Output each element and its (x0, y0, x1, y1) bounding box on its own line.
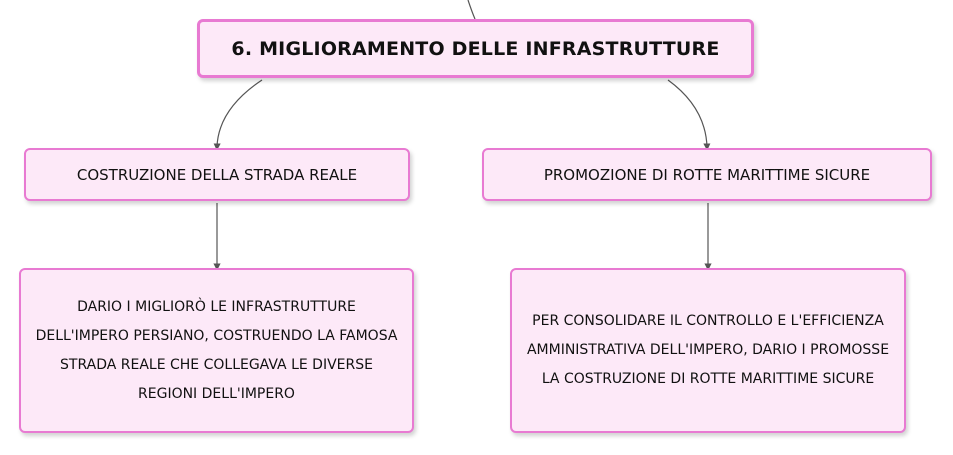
topic-node-rotte-marittime[interactable]: PROMOZIONE DI ROTTE MARITTIME SICURE (482, 148, 932, 201)
detail-node-strada-reale[interactable]: DARIO I MIGLIORÒ LE INFRASTRUTTURE DELL'… (19, 268, 414, 433)
topic-node-strada-reale[interactable]: COSTRUZIONE DELLA STRADA REALE (24, 148, 410, 201)
topic-node-label: PROMOZIONE DI ROTTE MARITTIME SICURE (543, 165, 871, 184)
incoming-connector (467, 0, 476, 20)
root-to-left-topic-connector (213, 79, 263, 151)
detail-node-rotte-marittime[interactable]: PER CONSOLIDARE IL CONTROLLO E L'EFFICIE… (510, 268, 906, 433)
root-to-right-topic-connector (667, 79, 711, 151)
topic-node-label: COSTRUZIONE DELLA STRADA REALE (76, 165, 358, 184)
detail-node-text: DARIO I MIGLIORÒ LE INFRASTRUTTURE DELL'… (35, 298, 398, 402)
detail-node-text: PER CONSOLIDARE IL CONTROLLO E L'EFFICIE… (526, 313, 890, 387)
root-node-label: 6. MIGLIORAMENTO DELLE INFRASTRUTTURE (231, 37, 720, 60)
root-node[interactable]: 6. MIGLIORAMENTO DELLE INFRASTRUTTURE (197, 19, 754, 78)
